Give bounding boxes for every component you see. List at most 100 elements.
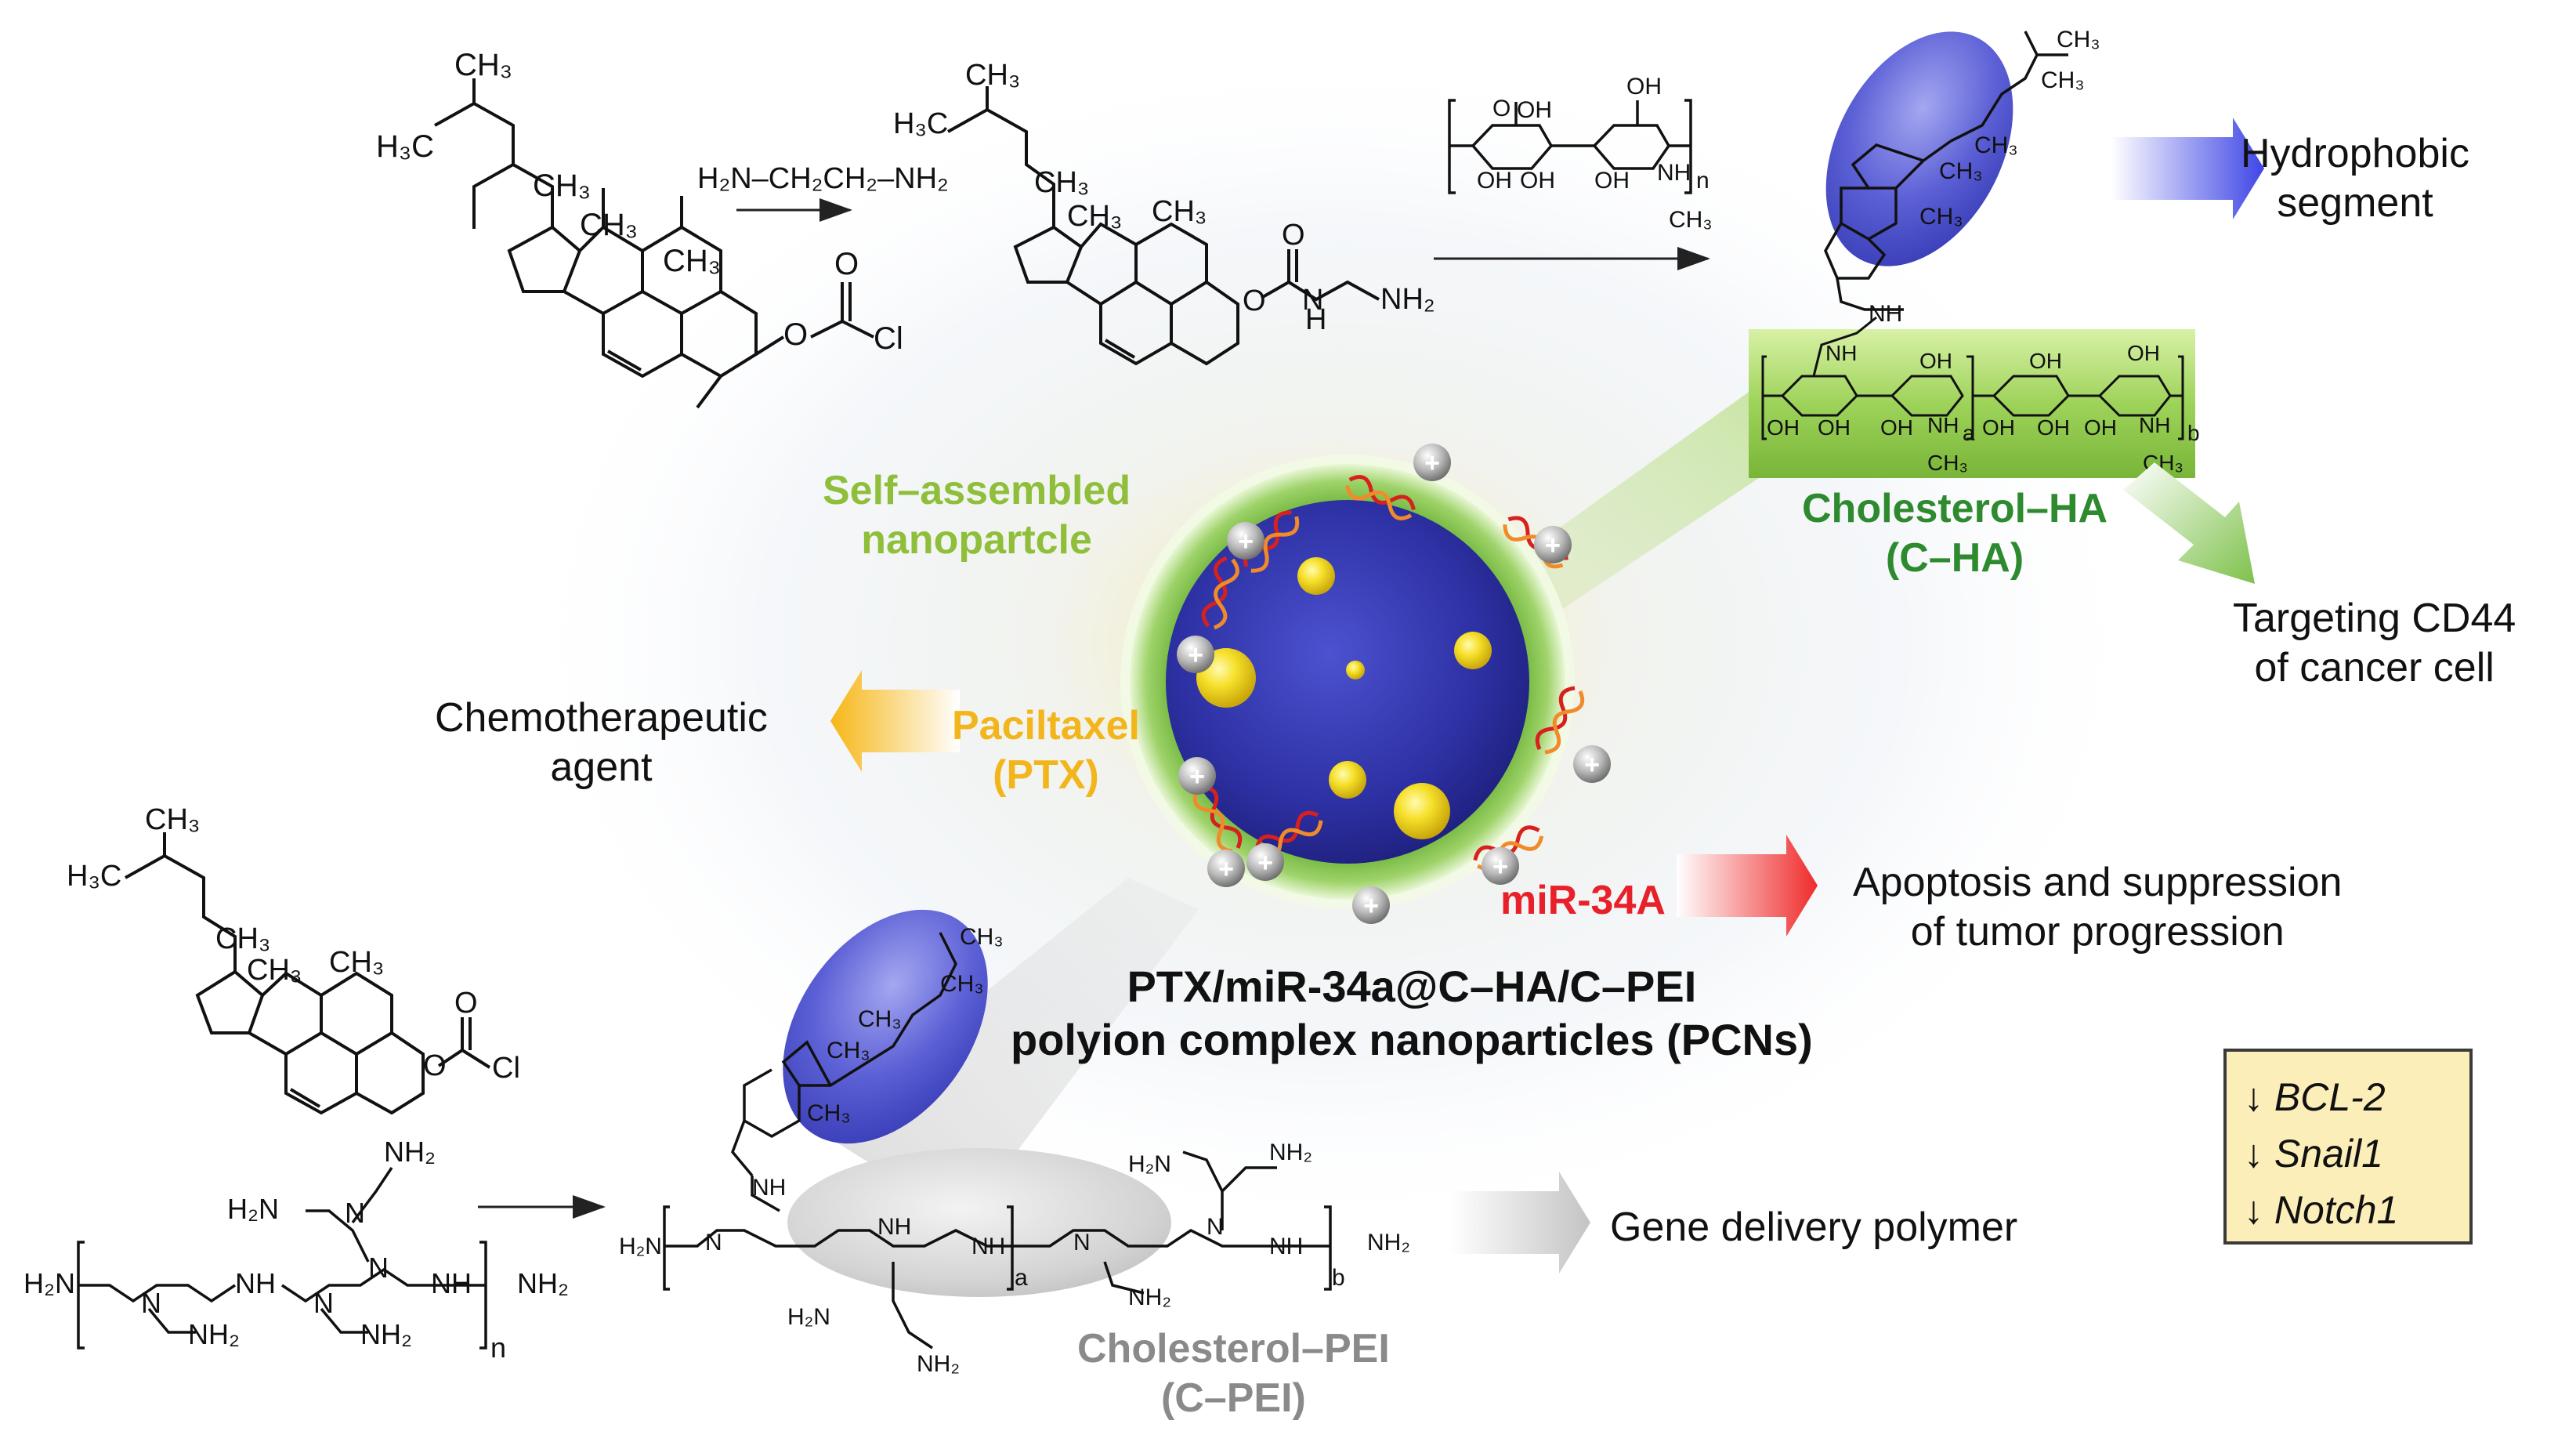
ch3-label: CH₃ [454, 48, 512, 82]
hydroxyl-label: OH [2037, 415, 2070, 440]
nh-label: NH [235, 1267, 276, 1299]
nh-label: NH [877, 1214, 911, 1240]
paclitaxel-line2: (PTX) [993, 752, 1099, 799]
hydroxyl-label: OH [2084, 415, 2117, 440]
nh-label: NH [1269, 1234, 1303, 1259]
down-arrow-icon: ↓ [2244, 1188, 2263, 1232]
targeting-cd44-line1: Targeting CD44 [2233, 596, 2516, 641]
ch3-label: CH₃ [215, 922, 270, 955]
ch3-label: CH₃ [940, 971, 984, 997]
oxygen-label: O [1282, 219, 1305, 252]
cpei-cholesterol-ellipse [783, 909, 988, 1144]
ch3-label: CH₃ [965, 59, 1020, 92]
cpei-pei-ellipse [787, 1148, 1171, 1297]
h2n-label: H₂N [24, 1267, 75, 1299]
nh2-label: NH₂ [384, 1136, 436, 1168]
nanoparticle: + + + + + + + + + + [1120, 444, 1611, 924]
nh2-label: NH₂ [360, 1318, 412, 1350]
gene-row: ↓ Notch1 [2244, 1182, 2469, 1238]
subscript-n: n [1696, 168, 1709, 194]
subscript-a: a [1015, 1265, 1028, 1291]
ptx-drug-particle [1394, 783, 1450, 839]
nitrogen-label: N [313, 1287, 334, 1319]
h3c-label: H₃C [67, 860, 121, 893]
hydroxyl-label: OH [1818, 415, 1851, 440]
subscript-a: a [1963, 421, 1975, 445]
nh-label: NH [752, 1175, 786, 1201]
gene-delivery-text: Gene delivery polymer [1610, 1205, 2018, 1250]
chemotherapeutic-line1: Chemotherapeutic [435, 695, 768, 741]
nh-label: NH [1869, 301, 1902, 327]
nh-label: NH [971, 1234, 1005, 1259]
hydrophobic-cholesterol-ellipse [1825, 31, 2013, 266]
self-assembled-label: Self–assembled nanopartcle [823, 466, 1131, 566]
ch3-label: CH₃ [533, 168, 591, 203]
plus-sign: + [1363, 891, 1379, 921]
apoptosis-label: Apoptosis and suppression of tumor progr… [1853, 858, 2342, 958]
nh2-label: NH₂ [1269, 1139, 1312, 1165]
cholesterol-pei-line2: (C–PEI) [1160, 1375, 1306, 1422]
hydroxyl-label: OH [1919, 349, 1952, 373]
nitrogen-label: N [1207, 1214, 1224, 1240]
plus-sign: + [1545, 531, 1561, 560]
paclitaxel-label: Paciltaxel (PTX) [952, 701, 1140, 801]
ch3-label: CH₃ [2057, 27, 2100, 53]
hydroxyl-label: OH [1880, 415, 1913, 440]
gene-name: BCL-2 [2274, 1075, 2386, 1119]
hydroxyl-label: OH [1517, 97, 1552, 123]
nitrogen-label: N [1302, 284, 1323, 317]
gene-row: ↓ BCL-2 [2244, 1069, 2469, 1125]
targeting-cd44-line2: of cancer cell [2254, 645, 2495, 691]
cholesterol-pei-line1: Cholesterol–PEI [1077, 1326, 1390, 1371]
hydrogen-label: H [1305, 303, 1326, 336]
pcn-title: PTX/miR-34a@C–HA/C–PEI polyion complex n… [1011, 960, 1813, 1067]
h2n-label: H₂N [1128, 1151, 1171, 1177]
cholesterol-ha-line2: (C–HA) [1885, 535, 2024, 582]
nanoparticle-core [1166, 500, 1529, 864]
self-assembled-line1: Self–assembled [823, 468, 1131, 513]
ch3-label: CH₃ [1669, 207, 1713, 233]
pei-structure [77, 1167, 487, 1350]
ptx-drug-particle [1329, 761, 1366, 799]
arrow-hydrophobic [2111, 118, 2264, 219]
cpei-structure [663, 932, 1332, 1350]
cholesteryl-chloroformate-top [434, 78, 874, 409]
plus-sign: + [1257, 848, 1273, 878]
cholesterol-ha-line1: Cholesterol–HA [1802, 486, 2108, 531]
nh2-label: NH₂ [1128, 1284, 1171, 1310]
hydrophobic-segment-label: Hydrophobic segment [2241, 129, 2469, 229]
oxygen-label: O [423, 1049, 447, 1082]
nitrogen-label: N [705, 1230, 722, 1255]
cholesterol-on-cha [1824, 31, 2068, 311]
ch3-label: CH₃ [858, 1006, 902, 1032]
apoptosis-line2: of tumor progression [1910, 909, 2285, 955]
beam-to-cpei [815, 878, 1199, 1223]
nh2-label: NH₂ [917, 1351, 960, 1377]
subscript-n: n [490, 1331, 506, 1364]
nitrogen-label: N [345, 1197, 365, 1229]
ch3-label: CH₃ [1974, 132, 2018, 158]
plus-sign: + [1238, 527, 1254, 556]
ch3-label: CH₃ [1152, 195, 1207, 228]
ch3-label: CH₃ [663, 244, 721, 278]
h3c-label: H₃C [376, 129, 434, 164]
ptx-drug-particle [1297, 557, 1335, 595]
ptx-drug-particle [1346, 661, 1365, 679]
chlorine-label: Cl [874, 321, 903, 356]
nh2-label: NH₂ [517, 1267, 569, 1299]
nh2-label: NH₂ [188, 1318, 240, 1350]
down-arrow-icon: ↓ [2244, 1075, 2263, 1119]
hydrophobic-segment-line2: segment [2277, 180, 2433, 226]
nh2-label: NH₂ [1367, 1230, 1410, 1255]
oxygen-label: O [1492, 96, 1511, 121]
hydroxyl-label: OH [1982, 415, 2015, 440]
nh-label: NH [2139, 413, 2170, 437]
cholesterol-pei-label: Cholesterol–PEI (C–PEI) [1077, 1324, 1390, 1424]
pcn-title-line2: polyion complex nanoparticles (PCNs) [1011, 1015, 1813, 1065]
apoptosis-line1: Apoptosis and suppression [1853, 860, 2343, 905]
hydrophobic-segment-line1: Hydrophobic [2241, 131, 2469, 176]
oxygen-label: O [1243, 284, 1266, 317]
subscript-b: b [2187, 421, 2200, 445]
arrow-targeting [2123, 462, 2255, 584]
gene-name: Notch1 [2274, 1188, 2399, 1232]
